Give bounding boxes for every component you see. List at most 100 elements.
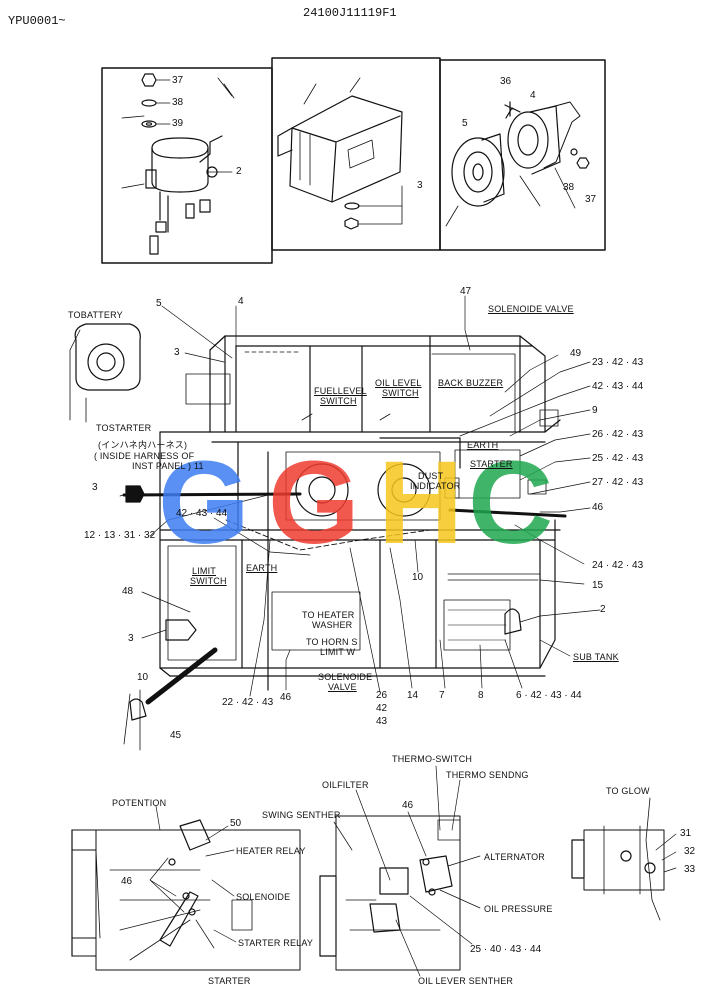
callout-22-42-43: 22 · 42 · 43 bbox=[222, 697, 274, 708]
callout-46-b: 46 bbox=[280, 692, 292, 703]
callout-14: 14 bbox=[407, 690, 419, 701]
callout-39: 39 bbox=[172, 118, 184, 129]
callout-48: 48 bbox=[122, 586, 134, 597]
label-potention: POTENTION bbox=[112, 798, 167, 808]
callout-46-d: 46 bbox=[402, 800, 414, 811]
label-heater-relay: HEATER RELAY bbox=[236, 846, 306, 856]
callout-7: 7 bbox=[439, 690, 445, 701]
callout-36: 36 bbox=[500, 76, 512, 87]
label-inside-harness-en-1: ( INSIDE HARNESS OF bbox=[94, 451, 195, 461]
callout-33: 33 bbox=[684, 864, 696, 875]
label-solenoide-valve-top: SOLENOIDE VALVE bbox=[488, 304, 574, 314]
callout-3c: 3 bbox=[128, 633, 134, 644]
label-solenoide-valve-2: VALVE bbox=[328, 682, 357, 692]
label-swing-senther: SWING SENTHER bbox=[262, 810, 341, 820]
label-horn-limit-1: TO HORN S bbox=[306, 637, 358, 647]
bottom-engine-middle bbox=[319, 765, 481, 977]
callout-23-42-43: 23 · 42 · 43 bbox=[592, 357, 644, 368]
callout-12-13-31-32: 12 · 13 · 31 · 32 bbox=[84, 530, 156, 541]
callout-6-42-43-44: 6 · 42 · 43 · 44 bbox=[516, 690, 582, 701]
callout-50: 50 bbox=[230, 818, 242, 829]
label-to-starter: TOSTARTER bbox=[96, 423, 152, 433]
label-starter-relay: STARTER RELAY bbox=[238, 938, 314, 948]
top-left-panel bbox=[101, 67, 273, 264]
machine-frame bbox=[69, 323, 567, 751]
label-oil-level-1: OIL LEVEL bbox=[375, 378, 422, 388]
label-oil-level-2: SWITCH bbox=[382, 388, 419, 398]
callout-2-main: 2 bbox=[600, 604, 606, 615]
label-limit-2: SWITCH bbox=[190, 576, 227, 586]
callout-10-a: 10 bbox=[412, 572, 424, 583]
label-sub-tank: SUB TANK bbox=[573, 652, 619, 662]
callout-3a: 3 bbox=[174, 347, 180, 358]
callout-25-40-43-44: 25 · 40 · 43 · 44 bbox=[470, 944, 542, 955]
callout-26-42-43-a: 26 · 42 · 43 bbox=[592, 429, 644, 440]
callout-5-main: 5 bbox=[156, 298, 162, 309]
model-code: YPU0001~ bbox=[8, 14, 66, 28]
callout-49: 49 bbox=[570, 348, 582, 359]
label-to-battery: TOBATTERY bbox=[68, 310, 123, 320]
top-right-panel bbox=[439, 59, 606, 251]
callout-3b: 3 bbox=[92, 482, 98, 493]
callout-15: 15 bbox=[592, 580, 604, 591]
label-thermo-switch: THERMO-SWITCH bbox=[392, 754, 473, 764]
callout-5: 5 bbox=[462, 118, 468, 129]
watermark-letter-g-red: G bbox=[268, 437, 360, 569]
callout-4-main: 4 bbox=[238, 296, 244, 307]
callout-46-c: 46 bbox=[121, 876, 133, 887]
callout-26-b: 26 bbox=[376, 690, 388, 701]
label-heater-washer-1: TO HEATER bbox=[302, 610, 355, 620]
label-inside-harness-en-2: INST PANEL ) 11 bbox=[132, 461, 204, 471]
callout-42-43-44-b: 42 · 43 · 44 bbox=[176, 508, 228, 519]
callout-10-b: 10 bbox=[137, 672, 149, 683]
label-alternator: ALTERNATOR bbox=[484, 852, 546, 862]
callout-37-right: 37 bbox=[585, 194, 597, 205]
callout-42-43-44-a: 42 · 43 · 44 bbox=[592, 381, 644, 392]
callout-4: 4 bbox=[530, 90, 536, 101]
label-horn-limit-2: LIMIT W bbox=[320, 647, 356, 657]
callout-32: 32 bbox=[684, 846, 696, 857]
callout-9: 9 bbox=[592, 405, 598, 416]
label-solenoide: SOLENOIDE bbox=[236, 892, 291, 902]
watermark-letter-h-yellow: H bbox=[378, 437, 463, 569]
callout-38: 38 bbox=[172, 97, 184, 108]
callout-24-42-43: 24 · 42 · 43 bbox=[592, 560, 644, 571]
label-to-glow: TO GLOW bbox=[606, 786, 650, 796]
callout-27-42-43: 27 · 42 · 43 bbox=[592, 477, 644, 488]
label-oil-filter: OILFILTER bbox=[322, 780, 369, 790]
watermark-letter-c-green: C bbox=[468, 437, 553, 569]
callout-3: 3 bbox=[417, 180, 423, 191]
label-starter-main: STARTER bbox=[470, 459, 513, 469]
callout-43: 43 bbox=[376, 716, 388, 727]
callout-31: 31 bbox=[680, 828, 692, 839]
label-thermo-sending: THERMO SENDNG bbox=[446, 770, 529, 780]
label-starter-bottom: STARTER bbox=[208, 976, 251, 986]
label-oil-pressure: OIL PRESSURE bbox=[484, 904, 553, 914]
label-back-buzzer: BACK BUZZER bbox=[438, 378, 504, 388]
watermark-letter-g-blue: G bbox=[158, 437, 250, 569]
label-solenoide-valve-1: SOLENOIDE bbox=[318, 672, 373, 682]
label-limit-1: LIMIT bbox=[192, 566, 217, 576]
callout-47: 47 bbox=[460, 286, 472, 297]
callout-8: 8 bbox=[478, 690, 484, 701]
callout-37: 37 bbox=[172, 75, 184, 86]
label-earth-left: EARTH bbox=[246, 563, 278, 573]
callout-25-42-43: 25 · 42 · 43 bbox=[592, 453, 644, 464]
label-fuel-level-2: SWITCH bbox=[320, 396, 357, 406]
bottom-engine-left bbox=[71, 805, 301, 971]
callout-45: 45 bbox=[170, 730, 182, 741]
label-earth-right: EARTH bbox=[467, 440, 499, 450]
callout-2: 2 bbox=[236, 166, 242, 177]
main-leader-lines bbox=[119, 295, 601, 697]
label-inside-harness-jp: (インハネ内ハーネス) bbox=[98, 440, 188, 450]
label-dust-1: DUST bbox=[418, 471, 444, 481]
drawing-number: 24100J11119F1 bbox=[303, 6, 397, 20]
label-fuel-level-1: FUELLEVEL bbox=[314, 386, 367, 396]
bottom-glow-relay bbox=[571, 797, 677, 921]
callout-46-a: 46 bbox=[592, 502, 604, 513]
callout-42-c: 42 bbox=[376, 703, 388, 714]
label-heater-washer-2: WASHER bbox=[312, 620, 353, 630]
